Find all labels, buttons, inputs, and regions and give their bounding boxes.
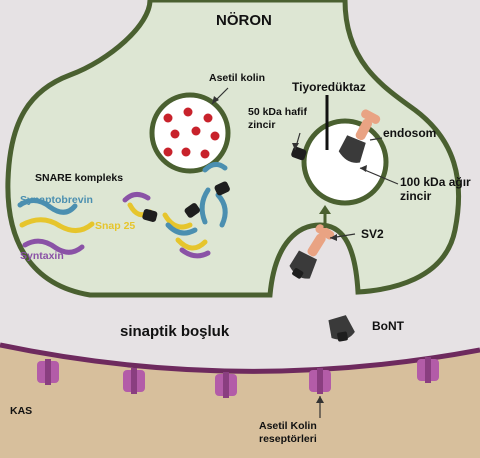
synaptobrevin-on-vesicle xyxy=(202,162,228,173)
arrow-endosome xyxy=(369,137,383,141)
syntaxin-fragment xyxy=(179,247,211,259)
heavy-chain-label-2: zincir xyxy=(400,189,432,203)
light-chain-label-2: zincir xyxy=(248,119,276,131)
acetylcholine-receptor xyxy=(215,372,237,398)
synaptobrevin-fragment xyxy=(215,192,228,228)
acetylcholine-receptor xyxy=(309,368,331,394)
thioredoxin-label: Tiyoredüktaz xyxy=(292,80,366,94)
snap25-fragment xyxy=(175,237,208,251)
arrow-heavy-chain xyxy=(359,167,399,185)
acetylcholine-molecules xyxy=(163,107,220,159)
syntaxin-strand xyxy=(22,238,85,255)
sv2-label: SV2 xyxy=(361,227,384,241)
synaptobrevin-strand xyxy=(17,198,78,215)
bont-molecule xyxy=(328,315,355,342)
bont-label: BoNT xyxy=(372,319,404,333)
syntaxin-label: Syntaxin xyxy=(20,250,64,262)
endosome xyxy=(301,118,389,206)
endosome-label: endosom xyxy=(383,126,437,140)
heavy-chain-label-1: 100 kDa ağır xyxy=(400,175,471,189)
synaptobrevin-label: Synaptobrevin xyxy=(20,194,93,206)
muscle-tissue xyxy=(0,345,480,458)
acetylcholine-receptor xyxy=(37,359,59,385)
botulinum-light-chain xyxy=(142,146,307,222)
acetylcholine-receptor xyxy=(123,368,145,394)
trafficking-arrow xyxy=(319,205,331,228)
light-chain-label-1: 50 kDa hafif xyxy=(248,106,307,118)
synaptobrevin-fragment xyxy=(199,187,211,225)
toxin-sv2-complex-membrane xyxy=(289,224,335,279)
snap25-strand xyxy=(19,217,95,233)
acetylcholine-receptor xyxy=(417,357,439,383)
arrowheads xyxy=(212,96,367,403)
synaptobrevin-fragment xyxy=(165,222,198,236)
muscle-membrane xyxy=(0,342,480,374)
synaptic-cleft-label: sinaptik boşluk xyxy=(120,323,230,340)
receptors-label-1: Asetil Kolin xyxy=(259,420,317,432)
toxin-sv2-complex-endosome xyxy=(338,109,381,163)
acetylcholine-label: Asetil kolin xyxy=(209,72,266,84)
snare-complex-label: SNARE kompleks xyxy=(35,172,124,184)
snap25-label: Snap 25 xyxy=(95,220,136,232)
syntaxin-fragment xyxy=(122,192,151,203)
snap25-fragment xyxy=(162,212,193,230)
muscle-label: KAS xyxy=(10,405,33,417)
neuron-label: NÖRON xyxy=(216,12,272,29)
receptors-label-2: reseptörleri xyxy=(259,433,317,445)
